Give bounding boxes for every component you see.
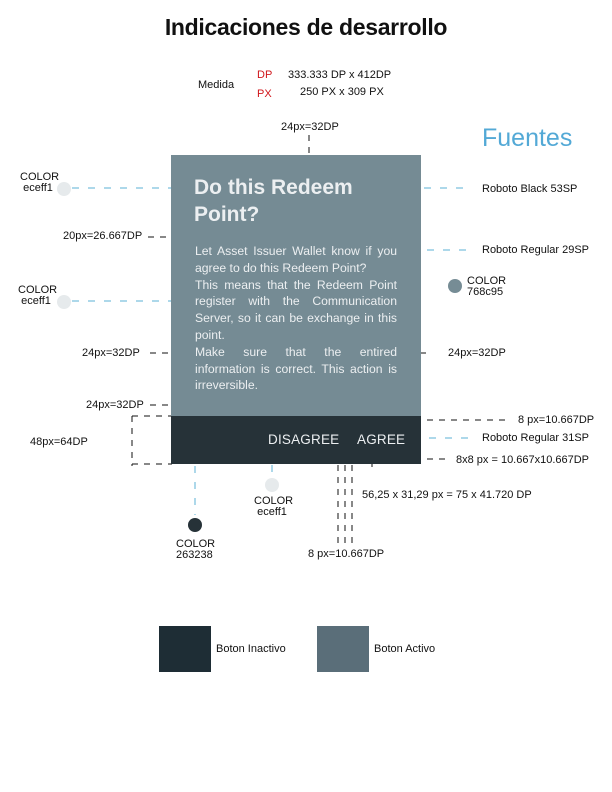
agree-button[interactable]: AGREE xyxy=(357,432,406,447)
medida-label: Medida xyxy=(198,79,235,91)
color-dot-eceff1 xyxy=(57,182,71,196)
annotation-button-gap: 8 px=10.667DP xyxy=(308,548,385,560)
font-title-label: Roboto Black 53SP xyxy=(482,183,578,195)
font-button-label: Roboto Regular 31SP xyxy=(482,432,590,444)
dialog-body-line: Let Asset Issuer Wallet know if you agre… xyxy=(195,244,397,275)
color-dot-263238 xyxy=(188,518,202,532)
inactive-button-swatch xyxy=(159,626,211,672)
page-title: Indicaciones de desarrollo xyxy=(164,14,448,40)
annotation-left-padding: 24px=32DP xyxy=(82,347,140,359)
dp-value: 333.333 DP x 412DP xyxy=(288,69,392,81)
color-dot-eceff1 xyxy=(265,478,279,492)
px-label: PX xyxy=(257,88,272,100)
font-body-label: Roboto Regular 29SP xyxy=(482,244,590,256)
annotation-right-padding: 24px=32DP xyxy=(448,347,506,359)
annotation-top-padding: 24px=32DP xyxy=(281,121,339,133)
px-value: 250 PX x 309 PX xyxy=(300,86,384,98)
fuentes-heading: Fuentes xyxy=(482,124,573,152)
dialog-title: Do this Redeem Point? xyxy=(194,176,353,226)
annotation-button-corner: 8x8 px = 10.667x10.667DP xyxy=(456,454,590,466)
dp-label: DP xyxy=(257,69,273,81)
annotation-title-gap: 20px=26.667DP xyxy=(63,230,143,242)
dialog-body-line: Make sure that the entired information i… xyxy=(195,344,397,393)
dialog-mockup xyxy=(171,155,421,464)
disagree-button[interactable]: DISAGREE xyxy=(268,432,340,447)
inactive-button-label: Boton Inactivo xyxy=(216,643,286,655)
annotation-bottom-padding: 24px=32DP xyxy=(86,399,144,411)
dialog-body-line: This means that the Redeem Point registe… xyxy=(195,277,397,342)
annotation-button-size: 56,25 x 31,29 px = 75 x 41.720 DP xyxy=(362,489,532,501)
dialog-body: Let Asset Issuer Wallet know if you agre… xyxy=(195,243,397,394)
dialog-button-bar xyxy=(171,416,421,464)
color-dot-768c95 xyxy=(448,279,462,293)
annotation-button-right: 8 px=10.667DP xyxy=(518,414,595,426)
color-dot-eceff1 xyxy=(57,295,71,309)
annotation-button-bar-height: 48px=64DP xyxy=(30,436,88,448)
active-button-swatch xyxy=(317,626,369,672)
active-button-label: Boton Activo xyxy=(374,643,436,655)
